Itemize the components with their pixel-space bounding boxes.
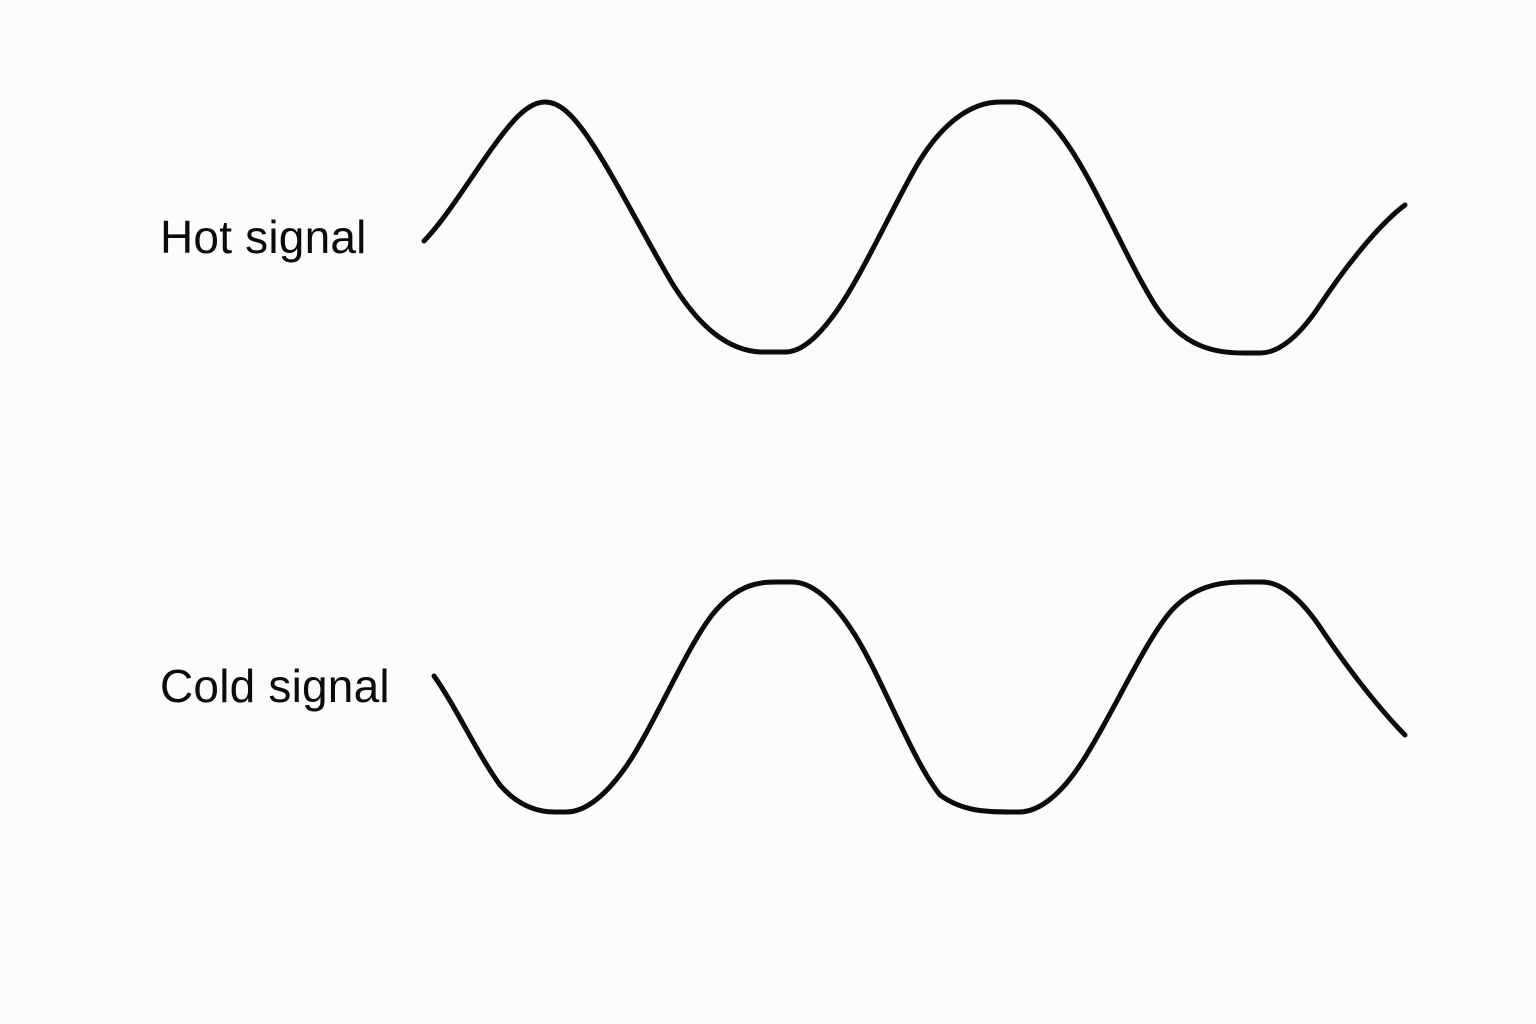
cold-signal-label: Cold signal xyxy=(160,660,390,712)
cold-signal-waveform xyxy=(431,579,1408,815)
hot-signal-waveform xyxy=(421,99,1408,356)
hot-signal-label: Hot signal xyxy=(160,211,367,263)
